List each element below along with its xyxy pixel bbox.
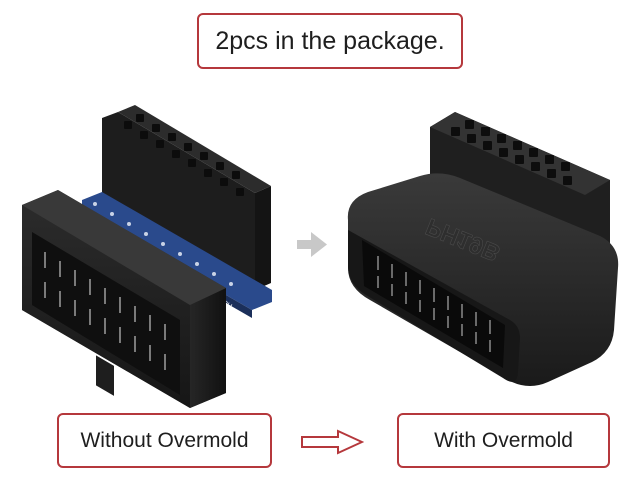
package-note-box: 2pcs in the package. [197,13,463,69]
adapter-without-overmold-image: PH [22,105,272,408]
with-overmold-label-box: With Overmold [397,413,610,468]
with-overmold-label: With Overmold [434,428,573,452]
red-arrow-icon [301,429,364,455]
svg-text:PH: PH [221,300,233,311]
without-overmold-label-box: Without Overmold [57,413,272,468]
adapter-with-overmold-image: PH19B [347,112,619,386]
gray-arrow-icon [297,232,327,257]
without-overmold-label: Without Overmold [80,428,249,452]
package-note-text: 2pcs in the package. [215,26,445,55]
